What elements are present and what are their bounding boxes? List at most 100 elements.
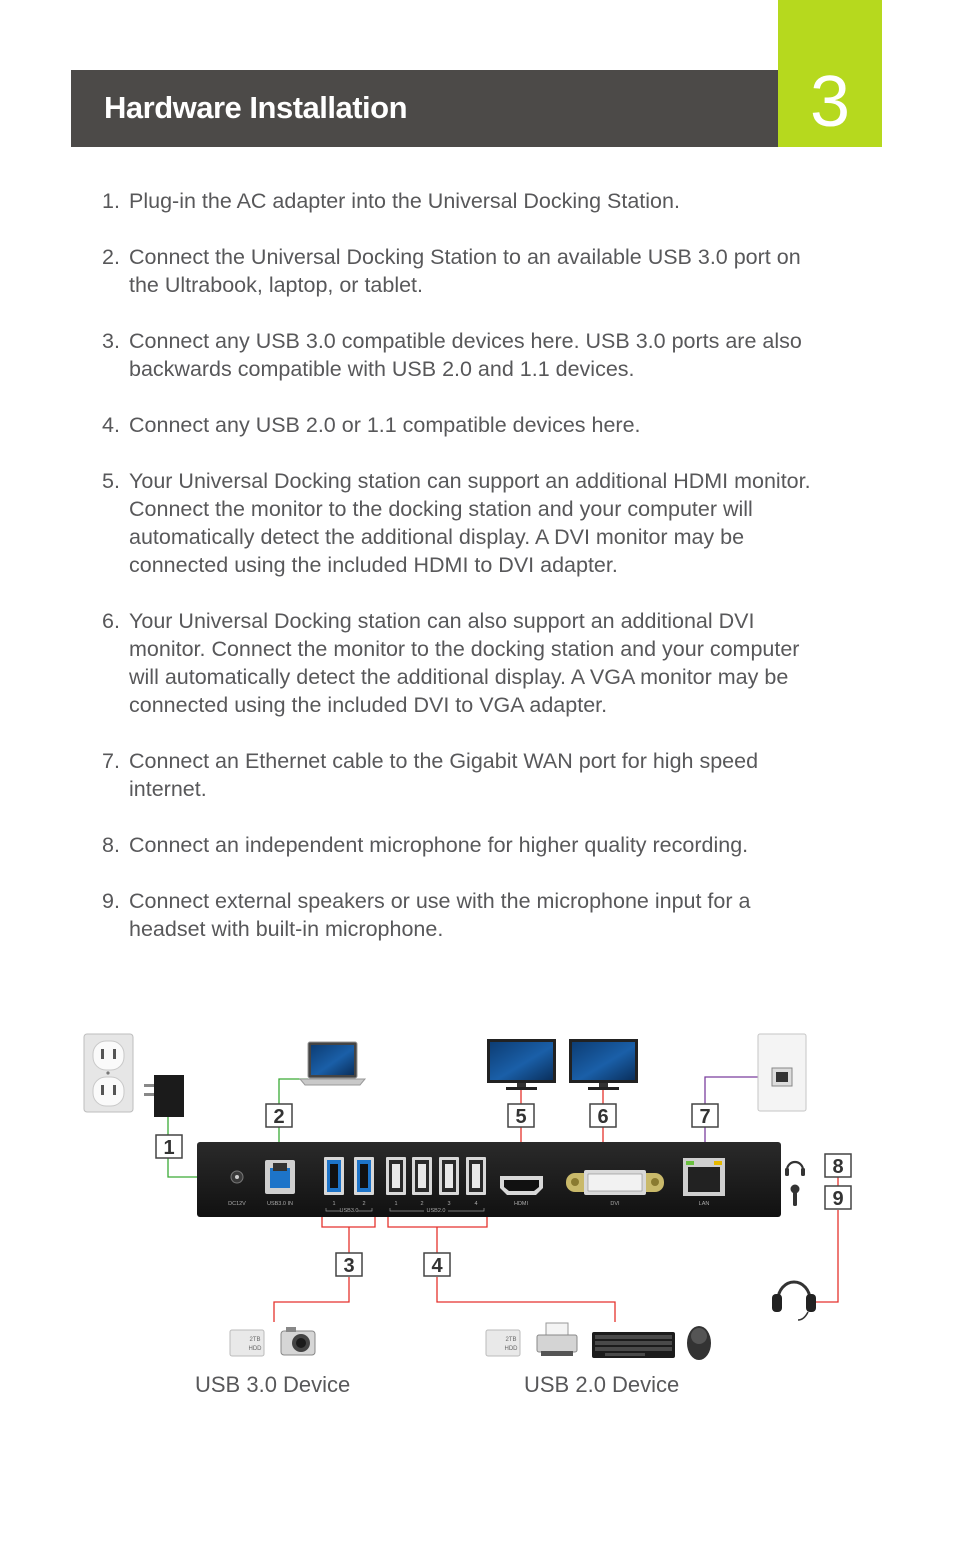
step-number: 5. — [102, 469, 120, 493]
callout-8: 8 — [824, 1153, 852, 1178]
svg-text:6: 6 — [597, 1106, 608, 1128]
hdd-icon: 2TB HDD — [229, 1329, 265, 1357]
svg-text:7: 7 — [699, 1106, 710, 1128]
step-text: Connect an Ethernet cable to the Gigabit… — [129, 749, 759, 801]
step-text: Your Universal Docking station can also … — [129, 609, 800, 717]
usb2-port-number: 3 — [447, 1201, 450, 1207]
usb2-device-caption: USB 2.0 Device — [524, 1372, 680, 1397]
step-number: 8. — [102, 833, 120, 857]
svg-text:8: 8 — [832, 1156, 843, 1178]
wall-outlet-icon — [83, 1033, 134, 1113]
usb3-port — [354, 1157, 374, 1195]
lan-port — [683, 1158, 725, 1196]
svg-text:2: 2 — [273, 1106, 284, 1128]
usb2-port — [386, 1157, 406, 1195]
laptop-icon — [298, 1041, 367, 1086]
svg-text:HDD: HDD — [249, 1346, 263, 1352]
svg-text:5: 5 — [515, 1106, 526, 1128]
callout-3: 3 — [335, 1252, 363, 1277]
monitor-icon — [487, 1039, 556, 1090]
usb3-device-caption: USB 3.0 Device — [195, 1372, 351, 1397]
callout-5: 5 — [507, 1103, 535, 1128]
step-number: 3. — [102, 329, 120, 353]
dc-label: DC12V — [228, 1201, 246, 1207]
usb3-label: USB3.0 — [340, 1208, 359, 1214]
dvi-label: DVI — [610, 1201, 620, 1207]
monitor-icon — [569, 1039, 638, 1090]
laptop-usb-cable — [278, 1078, 308, 1163]
usb2-device-cable — [387, 1211, 616, 1322]
step-item: 1. Plug-in the AC adapter into the Univer… — [102, 187, 832, 215]
callout-1: 1 — [155, 1134, 183, 1159]
step-text: Connect external speakers or use with th… — [129, 889, 751, 941]
camera-icon — [280, 1327, 316, 1356]
lan-cable — [704, 1076, 778, 1163]
step-item: 5. Your Universal Docking station can sup… — [102, 467, 832, 579]
usb3-device-cable — [273, 1211, 376, 1322]
dvi-port — [566, 1170, 664, 1195]
headphone-icon — [785, 1160, 805, 1176]
printer-icon — [536, 1322, 578, 1356]
usb3-port-number: 2 — [362, 1201, 365, 1207]
callout-9: 9 — [824, 1185, 852, 1210]
page-title: Hardware Installation — [104, 90, 408, 125]
step-number: 2. — [102, 245, 120, 269]
step-text: Connect an independent microphone for hi… — [129, 833, 749, 857]
step-text: Your Universal Docking station can suppo… — [129, 469, 811, 577]
ethernet-wall-jack-icon — [757, 1033, 807, 1112]
audio-cable — [812, 1177, 839, 1303]
dc-port — [230, 1170, 244, 1184]
ac-adapter-icon — [144, 1075, 184, 1117]
step-item: 7. Connect an Ethernet cable to the Gigab… — [102, 747, 832, 803]
svg-text:3: 3 — [343, 1255, 354, 1277]
hdmi-label: HDMI — [514, 1201, 529, 1207]
callout-4: 4 — [423, 1252, 451, 1277]
svg-text:HDD: HDD — [505, 1346, 519, 1352]
hdmi-port — [500, 1176, 543, 1195]
callout-7: 7 — [691, 1103, 719, 1128]
usb3-port-number: 1 — [332, 1201, 335, 1207]
step-number: 4. — [102, 413, 120, 437]
step-text: Connect any USB 3.0 compatible devices h… — [129, 329, 802, 381]
step-item: 8. Connect an independent microphone for … — [102, 831, 832, 859]
microphone-icon — [790, 1184, 800, 1206]
svg-text:2TB: 2TB — [505, 1337, 516, 1343]
port-group-brackets — [325, 1208, 485, 1212]
callout-6: 6 — [589, 1103, 617, 1128]
step-number: 1. — [102, 189, 120, 213]
step-number: 9. — [102, 889, 120, 913]
keyboard-icon — [592, 1332, 675, 1358]
step-number: 7. — [102, 749, 120, 773]
usb2-port — [412, 1157, 432, 1195]
header-bar: Hardware Installation — [71, 70, 778, 147]
step-item: 9. Connect external speakers or use with … — [102, 887, 832, 943]
hdd-icon: 2TB HDD — [485, 1329, 521, 1357]
usb2-port-number: 2 — [420, 1201, 423, 1207]
installation-steps: 1. Plug-in the AC adapter into the Univer… — [102, 187, 832, 971]
usb2-port-number: 1 — [394, 1201, 397, 1207]
step-number: 6. — [102, 609, 120, 633]
step-text: Plug-in the AC adapter into the Universa… — [129, 189, 680, 213]
mouse-icon — [687, 1326, 711, 1360]
usb2-port-number: 4 — [474, 1201, 477, 1207]
step-text: Connect any USB 2.0 or 1.1 compatible de… — [129, 413, 641, 437]
headset-icon — [772, 1280, 816, 1321]
svg-text:9: 9 — [832, 1188, 843, 1210]
svg-text:1: 1 — [163, 1137, 174, 1159]
usb2-port — [466, 1157, 486, 1195]
step-item: 2. Connect the Universal Docking Station … — [102, 243, 832, 299]
usb2-label: USB2.0 — [427, 1208, 446, 1214]
step-item: 6. Your Universal Docking station can als… — [102, 607, 832, 719]
svg-text:2TB: 2TB — [249, 1337, 260, 1343]
usb3-in-port — [265, 1160, 295, 1194]
svg-text:4: 4 — [431, 1255, 443, 1277]
step-text: Connect the Universal Docking Station to… — [129, 245, 801, 297]
usb2-port — [439, 1157, 459, 1195]
usb3-port — [324, 1157, 344, 1195]
connection-diagram: 1 2 5 6 7 8 9 3 — [83, 1033, 852, 1360]
callout-2: 2 — [265, 1103, 293, 1128]
lan-label: LAN — [699, 1201, 710, 1207]
step-item: 4. Connect any USB 2.0 or 1.1 compatible … — [102, 411, 832, 439]
chapter-number: 3 — [809, 62, 851, 142]
chapter-tab: 3 — [778, 0, 882, 147]
